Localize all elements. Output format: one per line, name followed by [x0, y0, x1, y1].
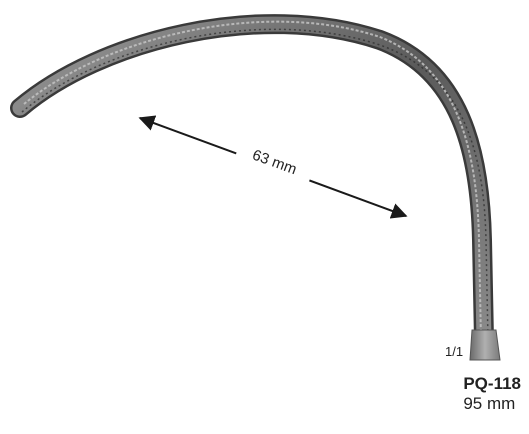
curved-instrument — [10, 14, 501, 361]
scale-label: 1/1 — [445, 344, 463, 359]
instrument-tip — [469, 329, 501, 361]
product-caption: PQ-118 95 mm — [463, 374, 521, 414]
product-code: PQ-118 — [463, 374, 521, 393]
product-length: 95 mm — [463, 394, 516, 413]
